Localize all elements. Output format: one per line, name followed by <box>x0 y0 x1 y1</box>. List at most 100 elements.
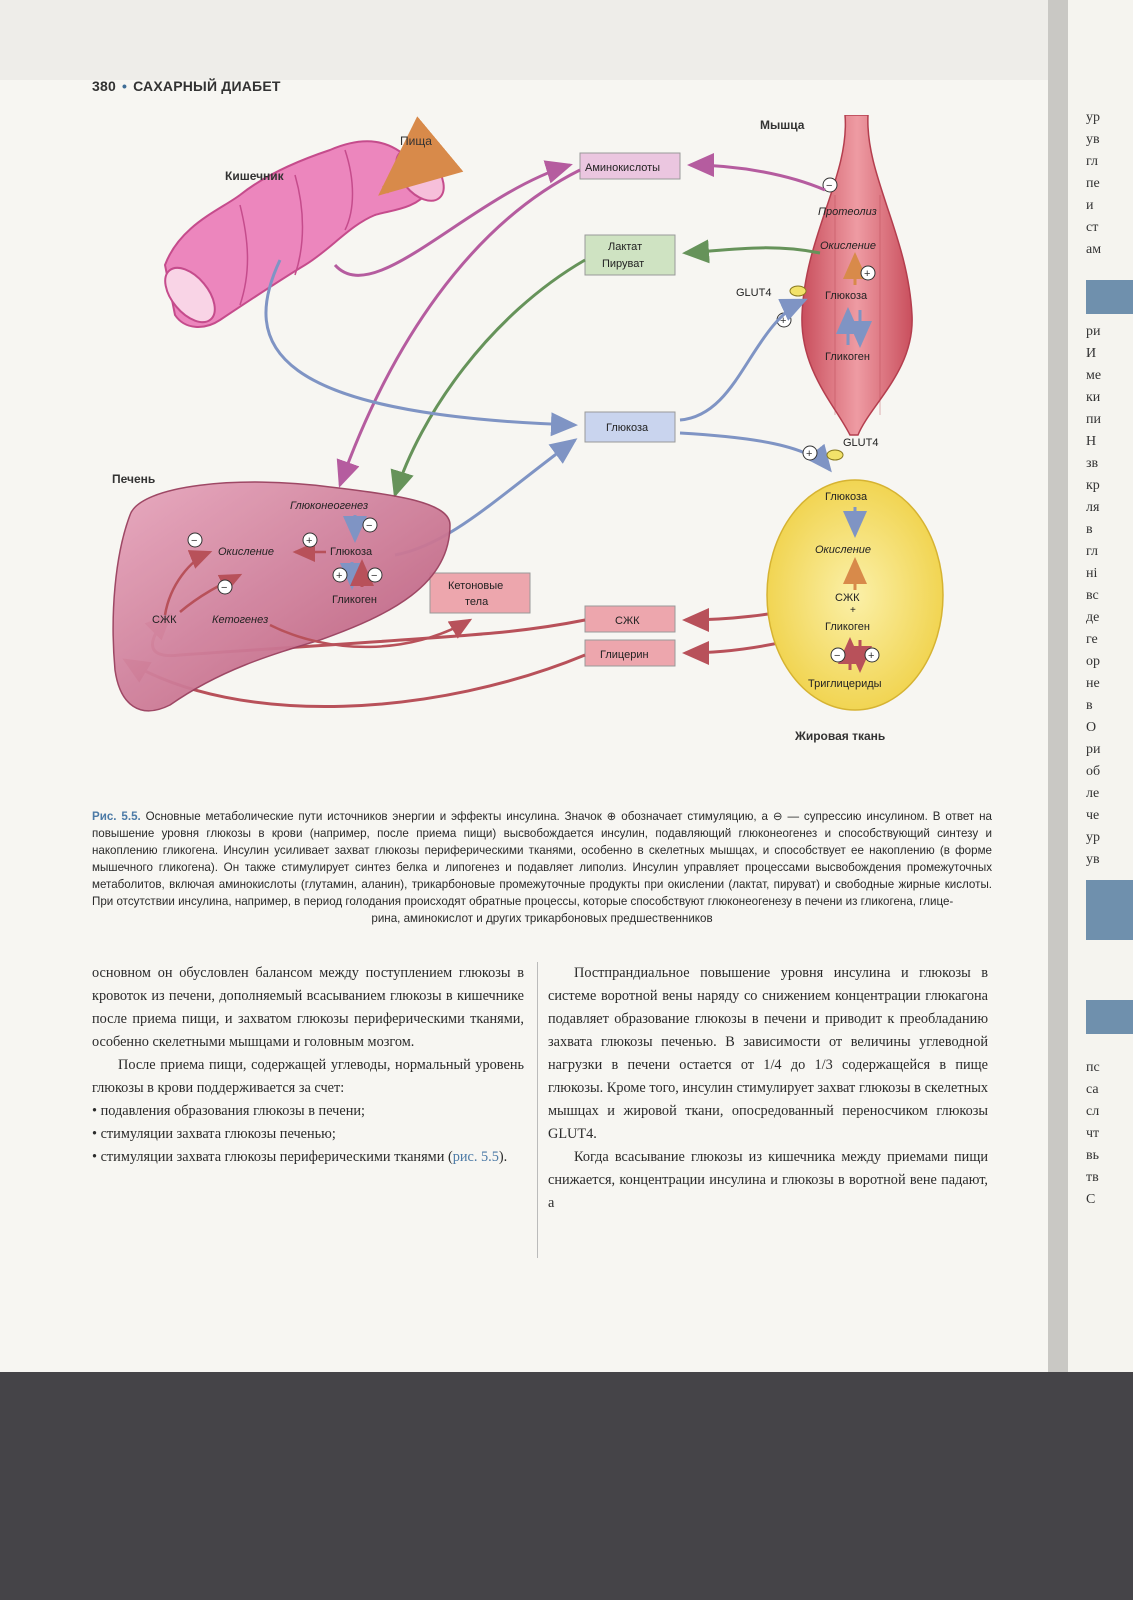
label-lactate: Лактат <box>608 241 642 253</box>
label-glut4-fat: GLUT4 <box>843 437 878 449</box>
label-oxidation-muscle: Окисление <box>820 240 876 252</box>
facing-page-text-fragment: ув <box>1086 132 1100 147</box>
ffa-box <box>584 605 676 633</box>
plus-icon <box>860 265 876 281</box>
facing-page-text-fragment: в <box>1086 698 1093 713</box>
label-glycogen-liver: Гликоген <box>332 594 377 606</box>
facing-page-text-fragment: ме <box>1086 368 1102 383</box>
svg-text:+: + <box>780 315 786 327</box>
plus-icon <box>332 567 348 583</box>
facing-page-text-fragment: И <box>1086 346 1097 361</box>
facing-page-text-fragment: ор <box>1086 654 1100 669</box>
label-glucose-center: Глюкоза <box>606 422 649 434</box>
figure-number: Рис. 5.5. <box>92 810 141 823</box>
facing-page-text-fragment: пс <box>1086 1060 1100 1075</box>
arrow-muscle-to-lactate <box>682 239 821 264</box>
facing-page-text-fragment: вс <box>1086 588 1099 603</box>
arrow-lactate-to-liver <box>390 258 586 498</box>
facing-page-text-fragment: Н <box>1086 434 1097 449</box>
facing-page-text-fragment: чт <box>1086 1126 1100 1141</box>
facing-page-text-fragment: и <box>1086 198 1094 213</box>
label-glucose-muscle: Глюкоза <box>825 290 868 302</box>
facing-page-text-fragment: пи <box>1086 412 1101 427</box>
list-item: • подавления образования глюкозы в печен… <box>92 1103 365 1119</box>
caption-last-line: рина, аминокислот и других трикарбоновых… <box>371 912 713 925</box>
label-ketone-2: тела <box>465 596 489 608</box>
adipose-illustration <box>766 479 944 711</box>
book-gutter <box>1048 0 1068 1372</box>
svg-text:+: + <box>806 448 812 460</box>
muscle-illustration <box>801 115 913 436</box>
facing-page-text-fragment: ст <box>1086 220 1099 235</box>
glut4-transporter-icon <box>826 449 844 461</box>
facing-page-text-fragment: ам <box>1086 242 1102 257</box>
minus-icon <box>367 567 383 583</box>
label-intestine: Кишечник <box>225 169 285 183</box>
facing-page-text-fragment: тв <box>1086 1170 1099 1185</box>
facing-page-text-fragment: ге <box>1086 632 1098 647</box>
facing-page-text-fragment: О <box>1086 720 1097 735</box>
label-ketone-1: Кетоновые <box>448 580 503 592</box>
label-oxidation-fat: Окисление <box>815 544 871 556</box>
label-ketogenesis: Кетогенез <box>212 614 268 626</box>
facing-page-text-fragment: кр <box>1086 478 1100 493</box>
arrow-glucose-to-muscle <box>679 298 808 422</box>
arrow-amino-to-liver <box>336 168 581 488</box>
facing-page-heading-block <box>1086 1000 1133 1034</box>
arrow-muscle-to-amino <box>687 153 826 192</box>
column-divider <box>537 962 538 1258</box>
text-column-left: основном он обусловлен балансом между по… <box>92 962 524 1169</box>
plus-icon <box>302 532 318 548</box>
label-proteolysis: Протеолиз <box>818 206 877 218</box>
facing-page-text-fragment: ур <box>1086 110 1100 125</box>
facing-page-text-fragment: ле <box>1086 786 1100 801</box>
glycerol-box <box>584 639 676 667</box>
facing-page-heading-block <box>1086 880 1133 940</box>
label-ffa-box: СЖК <box>615 615 640 627</box>
label-glycogen-muscle: Гликоген <box>825 351 870 363</box>
facing-page-text-fragment: ри <box>1086 742 1101 757</box>
label-muscle: Мышца <box>760 118 805 132</box>
paragraph: Постпрандиальное повышение уровня инсули… <box>548 965 988 1142</box>
svg-text:+: + <box>336 570 342 582</box>
list-item: • стимуляции захвата глюкозы печенью; <box>92 1126 336 1142</box>
facing-page-text-fragment: об <box>1086 764 1101 779</box>
plus-icon <box>802 445 818 461</box>
svg-text:+: + <box>864 268 870 280</box>
facing-page-text-fragment: гл <box>1086 544 1099 559</box>
label-ffa-fat: СЖК <box>835 592 860 604</box>
text-column-right: Постпрандиальное повышение уровня инсули… <box>548 962 988 1215</box>
bullet-list: • подавления образования глюкозы в печен… <box>92 1100 524 1169</box>
glut4-transporter-icon <box>789 285 807 297</box>
facing-page-text-fragment: сл <box>1086 1104 1100 1119</box>
facing-page-text-fragment: ри <box>1086 324 1101 339</box>
label-plus-fat: + <box>850 605 856 616</box>
facing-page-text-fragment: де <box>1086 610 1100 625</box>
metabolism-diagram: Пища Кишечник Мышца Протеолиз Окисление … <box>112 115 944 743</box>
facing-page-text-fragment: ур <box>1086 830 1100 845</box>
facing-page-text-fragment: С <box>1086 1192 1096 1207</box>
minus-icon <box>830 647 846 663</box>
running-header: 380•САХАРНЫЙ ДИАБЕТ <box>92 78 281 94</box>
facing-page-text-fragment: че <box>1086 808 1100 823</box>
facing-page-text-fragment: не <box>1086 676 1100 691</box>
facing-page-text-fragment: гл <box>1086 154 1099 169</box>
svg-text:+: + <box>868 650 874 662</box>
figure-reference-link[interactable]: рис. 5.5 <box>452 1149 499 1165</box>
facing-page-text-fragment: ля <box>1086 500 1100 515</box>
minus-icon <box>822 177 838 193</box>
page-top-shadow <box>0 0 1048 80</box>
amino-acids-box <box>579 152 681 180</box>
svg-text:−: − <box>371 570 377 582</box>
svg-text:−: − <box>191 535 197 547</box>
paragraph: Когда всасывание глюкозы из кишечника ме… <box>548 1149 988 1211</box>
svg-text:−: − <box>366 520 372 532</box>
label-glut4-muscle: GLUT4 <box>736 287 771 299</box>
plus-icon <box>864 647 880 663</box>
facing-page-text-fragment: вь <box>1086 1148 1099 1163</box>
svg-text:+: + <box>306 535 312 547</box>
facing-page-text-fragment: зв <box>1086 456 1099 471</box>
header-bullet: • <box>121 78 128 94</box>
facing-page-heading-block <box>1086 280 1133 314</box>
paragraph: После приема пищи, содержащей углеводы, … <box>92 1057 524 1096</box>
